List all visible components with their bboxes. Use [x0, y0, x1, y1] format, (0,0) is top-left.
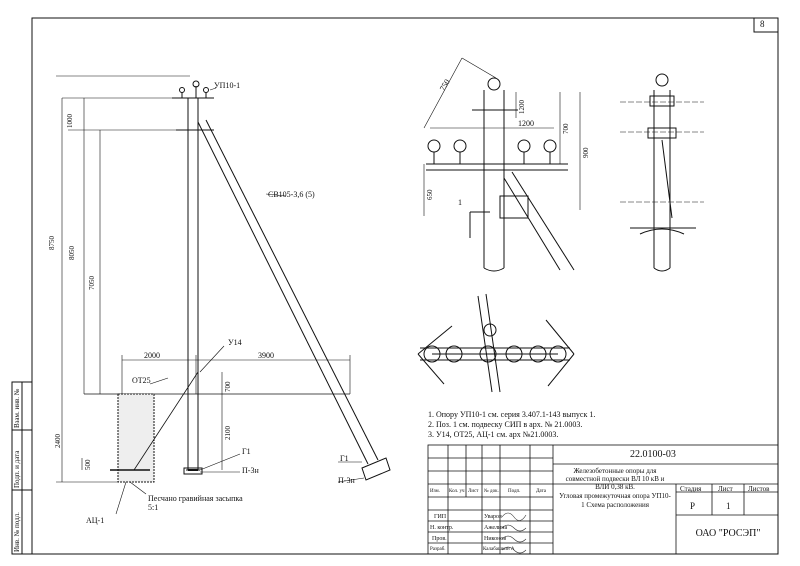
header-sign: Подп.	[508, 489, 521, 494]
stage-value: Р	[690, 501, 696, 511]
role-n-kontr: Н. контр.	[430, 525, 454, 531]
dim-3900: 3900	[258, 351, 274, 360]
dim-2400: 2400	[54, 434, 62, 448]
detail-side-view	[620, 73, 704, 272]
detail-dim-900: 900	[582, 147, 590, 159]
bracket-label: У14	[228, 338, 242, 347]
ground-g1-left: Г1	[242, 447, 251, 456]
detail-dim-1200-vertical: 1200	[518, 100, 526, 114]
project-title: Железобетонные опоры для совместной подв…	[565, 467, 665, 491]
note-1: 1. Опору УП10-1 см. серия 3.407.1-143 вы…	[428, 410, 596, 419]
sheet-frame	[31, 17, 779, 555]
dim-500: 500	[84, 459, 92, 471]
strut-label: СВ105-3,6 (5)	[268, 190, 315, 199]
sheet-number: 8	[760, 19, 765, 29]
ground-p3n-left: П-3н	[242, 466, 259, 475]
backfill-label: Песчано гравийная засыпка 5:1	[148, 494, 243, 512]
detail-position-label: 1	[458, 198, 462, 207]
anchor-label: АЦ-1	[86, 516, 105, 525]
detail-dim-1200: 1200	[518, 119, 534, 128]
note-2: 2. Поз. 1 см. подвеску СИП в арх. № 21.0…	[428, 420, 583, 429]
header-date: Дата	[536, 489, 546, 494]
dim-7050: 7050	[88, 276, 96, 290]
detail-dim-700: 700	[562, 123, 570, 135]
drawing-title: Угловая промежуточная опора УП10-1 Схема…	[559, 492, 671, 509]
side-stamp-original-inv: Инв. № подл.	[13, 512, 21, 552]
col-sheet-header: Лист	[718, 485, 733, 493]
dim-2100: 2100	[224, 426, 232, 440]
role-razrab: Разраб.	[430, 547, 446, 552]
role-gip: ГИП	[434, 514, 447, 520]
detail-plan-view	[417, 293, 575, 393]
header-doc-no: № док.	[484, 489, 499, 494]
detail-top-view	[426, 77, 575, 272]
ground-p3n-right: П-3н	[338, 476, 355, 485]
dim-2000: 2000	[144, 351, 160, 360]
header-list: Лист	[468, 489, 479, 494]
pole-label: УП10-1	[214, 81, 241, 90]
title-block-lines	[427, 444, 779, 555]
role-prov: Пров.	[432, 536, 447, 542]
note-3: 3. У14, ОТ25, АЦ-1 см. арх №21.0003.	[428, 430, 559, 439]
sheet-value: 1	[726, 501, 731, 511]
col-stage-header: Стадия	[680, 485, 702, 493]
main-pole-drawing	[84, 80, 391, 483]
sheet-number-box	[753, 17, 779, 33]
organization: ОАО "РОСЭП"	[695, 528, 761, 539]
ground-g1-right: Г1	[340, 454, 349, 463]
dim-1000: 1000	[66, 114, 74, 128]
header-kol-uch: Кол. уч	[449, 489, 465, 494]
main-leader-lines	[115, 87, 365, 515]
detail-dimension-lines	[423, 57, 581, 216]
name-n-kontr: Ажелина	[484, 525, 508, 531]
name-prov: Никонов	[484, 536, 507, 542]
col-sheets-header: Листов	[748, 485, 770, 493]
dim-8050: 8050	[68, 246, 76, 260]
name-gip: Уваров	[484, 514, 502, 520]
side-stamp-sign-date: Подп. и дата	[13, 450, 21, 488]
name-razrab: Калабашкин А	[483, 547, 515, 552]
document-code: 22.0100-03	[630, 449, 676, 460]
main-dimension-lines	[56, 75, 351, 483]
dim-700: 700	[224, 381, 232, 393]
dim-8750: 8750	[48, 236, 56, 250]
detail-dim-650: 650	[426, 189, 434, 201]
side-stamp-replaced-inv: Взам. инв. №	[13, 388, 21, 428]
header-izm: Изм.	[430, 489, 440, 494]
clamp-label: ОТ25	[132, 376, 151, 385]
